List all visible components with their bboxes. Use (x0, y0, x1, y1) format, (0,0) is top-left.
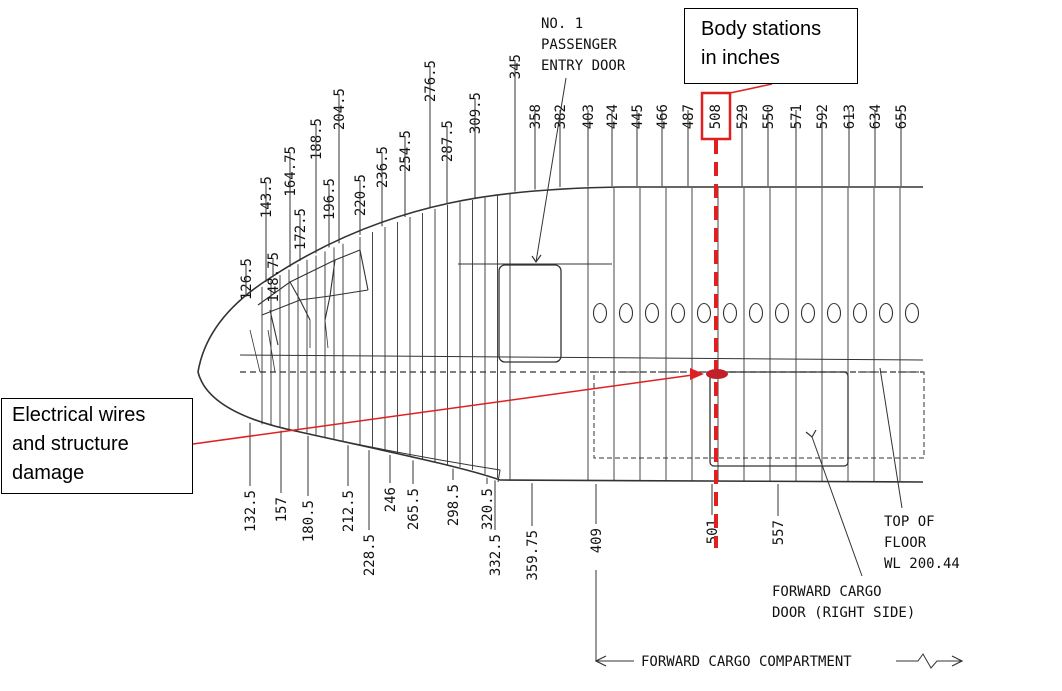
body-stations-callout: Body stations in inches (684, 8, 858, 84)
cabin-window (644, 302, 660, 324)
top-station-label: 236.5 (375, 146, 391, 188)
cabin-window (826, 302, 842, 324)
bottom-station-label: 320.5 (480, 488, 496, 530)
top-station-label: 164.75 (283, 146, 299, 197)
bottom-station-label: 409 (589, 528, 605, 553)
top-station-label: 358 (528, 104, 544, 129)
bottom-station-label: 132.5 (243, 490, 259, 532)
top-of-floor-leader (879, 367, 903, 509)
damage-callout: Electrical wires and structure damage (1, 398, 193, 494)
bottom-station-label: 557 (771, 520, 787, 545)
top-station-label: 287.5 (440, 120, 456, 162)
top-of-floor-label: TOP OF (884, 514, 935, 530)
cockpit-structure (249, 319, 329, 373)
cabin-window (670, 302, 686, 324)
top-station-label: 254.5 (398, 130, 414, 172)
damage-line3: damage (12, 462, 85, 484)
top-of-floor-label: FLOOR (884, 535, 927, 551)
top-station-label: 172.5 (293, 208, 309, 250)
damage-arrowhead (690, 368, 704, 380)
cargo-door-leader (811, 436, 863, 577)
top-station-label: 345 (508, 54, 524, 79)
top-station-label: 592 (815, 104, 831, 129)
entry-door-label: PASSENGER (541, 37, 617, 53)
cabin-window (774, 302, 790, 324)
forward-cargo-door-label: FORWARD CARGO (772, 584, 882, 600)
cabin-window (852, 302, 868, 324)
damage-line2: and structure (12, 433, 129, 455)
top-station-label: 143.5 (259, 176, 275, 218)
bottom-station-label: 246 (383, 487, 399, 512)
cabin-window (878, 302, 894, 324)
entry-door-arrowhead (531, 254, 542, 264)
body-stations-line1: Body stations (701, 18, 822, 40)
top-station-label: 634 (868, 104, 884, 129)
bottom-station-label: 180.5 (301, 500, 317, 542)
top-station-label: 403 (581, 104, 597, 129)
cargo-compartment-outline (593, 371, 925, 459)
top-station-label: 487 (681, 104, 697, 129)
top-station-label: 204.5 (332, 88, 348, 130)
top-station-label: 445 (630, 104, 646, 129)
highlight-station-box (700, 91, 732, 141)
bottom-station-label: 359.75 (525, 530, 541, 581)
cabin-window (904, 302, 920, 324)
entry-door-label: ENTRY DOOR (541, 58, 626, 74)
forward-cargo-door (709, 371, 849, 467)
top-station-label: 309.5 (468, 92, 484, 134)
top-station-label: 220.5 (353, 174, 369, 216)
forward-cargo-door-label: DOOR (RIGHT SIDE) (772, 605, 915, 621)
cockpit-windshield (257, 249, 369, 346)
top-station-label: 382 (553, 104, 569, 129)
cabin-window (696, 302, 712, 324)
bottom-station-label: 228.5 (362, 534, 378, 576)
floor-line (239, 354, 924, 361)
top-station-label: 550 (761, 104, 777, 129)
top-station-label: 276.5 (423, 60, 439, 102)
passenger-entry-door (498, 264, 562, 363)
top-station-label: 613 (842, 104, 858, 129)
bottom-station-label: 265.5 (406, 488, 422, 530)
cabin-window (748, 302, 764, 324)
top-station-label: 529 (735, 104, 751, 129)
top-station-label: 571 (789, 104, 805, 129)
bottom-station-label: 212.5 (341, 490, 357, 532)
bottom-station-label: 157 (274, 497, 290, 522)
entry-door-leader (535, 77, 567, 263)
cargo-dim-arrow-right (951, 655, 964, 667)
top-station-label: 188.5 (309, 118, 325, 160)
top-station-label: 655 (894, 104, 910, 129)
lower-fairing (299, 431, 501, 483)
damage-location-marker (706, 369, 728, 379)
body-stations-leader (729, 83, 773, 94)
damage-leader (192, 373, 701, 445)
top-station-label: 196.5 (322, 178, 338, 220)
entry-door-label: NO. 1 (541, 16, 583, 32)
bottom-station-label: 298.5 (446, 484, 462, 526)
cabin-window (800, 302, 816, 324)
top-station-label: 466 (655, 104, 671, 129)
top-station-label: 148.75 (266, 252, 282, 303)
cargo-dim-arrow-left (594, 655, 607, 667)
cargo-compartment-label: FORWARD CARGO COMPARTMENT (641, 654, 852, 670)
bottom-station-label: 332.5 (488, 534, 504, 576)
cabin-window (618, 302, 634, 324)
damage-line1: Electrical wires (12, 404, 146, 426)
cargo-door-leader-tick (805, 429, 817, 438)
body-stations-line2: in inches (701, 47, 780, 69)
top-station-label: 126.5 (239, 258, 255, 300)
top-station-label: 424 (605, 104, 621, 129)
top-of-floor-label: WL 200.44 (884, 556, 960, 572)
cabin-window (592, 302, 608, 324)
bottom-station-label: 501 (705, 519, 721, 544)
cabin-window (722, 302, 738, 324)
cargo-dim-line-right (896, 653, 962, 669)
top-station-label: 508 (708, 104, 724, 129)
